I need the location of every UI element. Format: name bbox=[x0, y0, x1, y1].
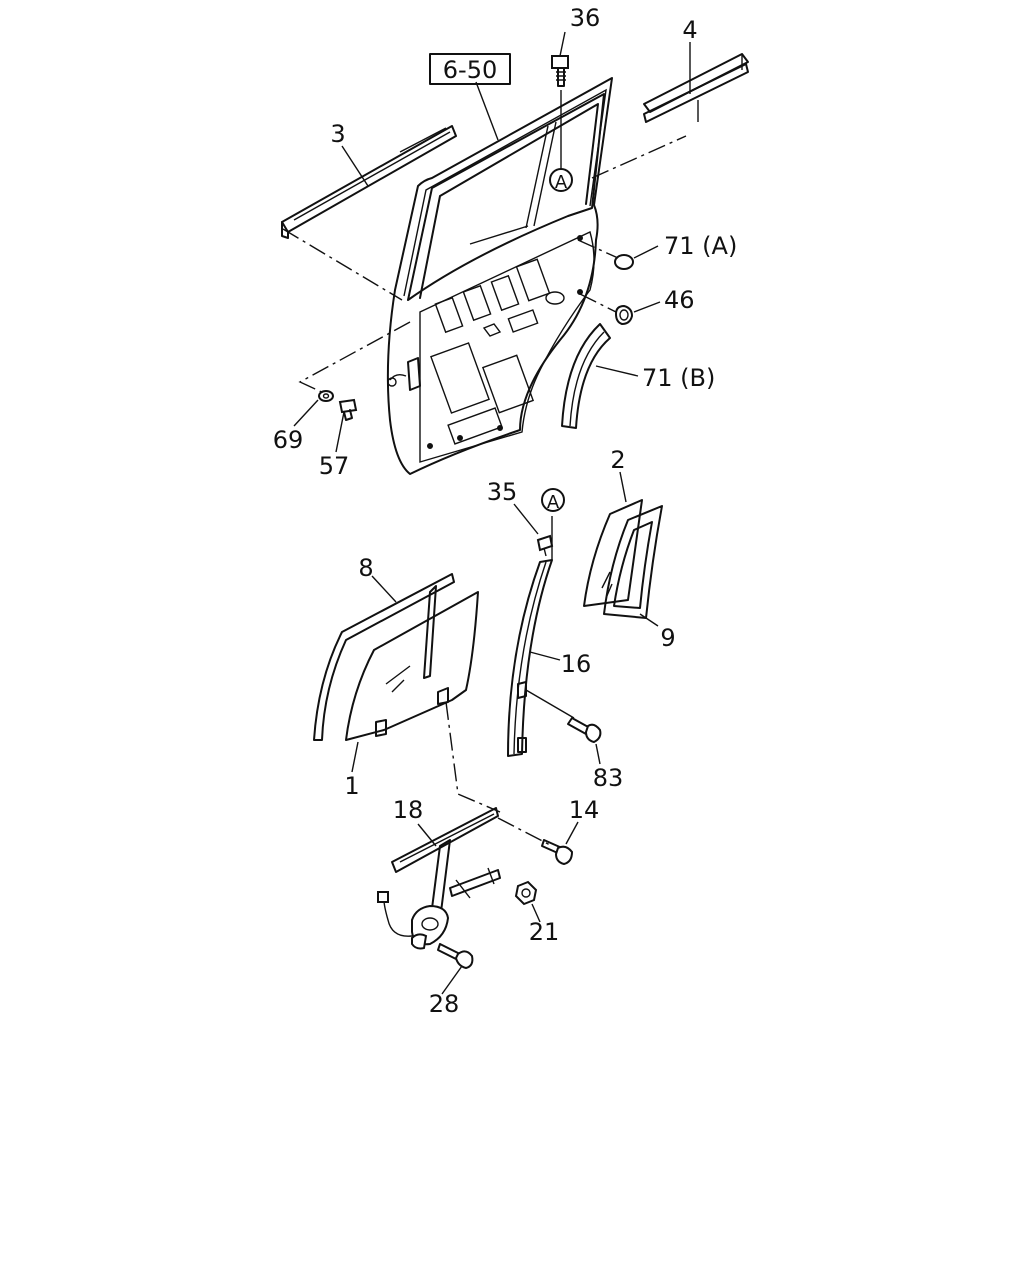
part-71a-plug bbox=[614, 254, 634, 270]
callout-57: 57 bbox=[319, 452, 350, 480]
clip-icon bbox=[536, 534, 554, 552]
reference-box-label: 6-50 bbox=[443, 56, 497, 84]
callout-21: 21 bbox=[529, 918, 560, 946]
grommet-icon bbox=[318, 390, 334, 402]
part-3-belt-moulding bbox=[281, 125, 457, 239]
callout-71b: 71 (B) bbox=[642, 364, 715, 392]
marker-a-lower: A bbox=[541, 488, 565, 513]
callout-16: 16 bbox=[561, 650, 592, 678]
bolt-icon bbox=[338, 398, 358, 414]
callout-labels: 36 4 3 71 (A) 46 71 (B) 69 57 2 35 8 16 … bbox=[273, 4, 738, 1018]
reference-box-6-50: 6-50 bbox=[429, 53, 511, 85]
bolt-83 bbox=[567, 717, 602, 744]
callout-1: 1 bbox=[344, 772, 359, 800]
door-panel bbox=[386, 77, 613, 475]
callout-14: 14 bbox=[569, 796, 600, 824]
part-35-clip bbox=[536, 516, 554, 560]
assembly-lines bbox=[282, 135, 687, 847]
callout-83: 83 bbox=[593, 764, 624, 792]
part-16-rear-channel bbox=[507, 559, 575, 757]
part-57-screw bbox=[338, 398, 358, 421]
grommet-icon bbox=[614, 254, 634, 270]
part-71b-seal bbox=[561, 323, 611, 429]
bolt-14 bbox=[541, 839, 574, 866]
part-1-door-glass bbox=[345, 591, 479, 741]
callout-35: 35 bbox=[487, 478, 518, 506]
marker-a-upper: A bbox=[549, 168, 573, 193]
part-2-quarter-glass bbox=[583, 499, 643, 607]
callout-36: 36 bbox=[570, 4, 601, 32]
part-69-washer bbox=[318, 390, 334, 402]
bolt-icon bbox=[454, 950, 474, 970]
bolt-36 bbox=[551, 55, 569, 172]
callout-2: 2 bbox=[610, 446, 625, 474]
bolt-28 bbox=[437, 943, 474, 970]
marker-a-upper-label: A bbox=[555, 172, 568, 193]
part-8-glass-run bbox=[313, 573, 455, 741]
bolt-icon bbox=[554, 845, 574, 866]
callout-8: 8 bbox=[358, 554, 373, 582]
marker-a-lower-label: A bbox=[547, 492, 560, 513]
callout-28: 28 bbox=[429, 990, 460, 1018]
callout-3: 3 bbox=[330, 120, 345, 148]
bolt-icon bbox=[584, 723, 602, 744]
part-4-outer-weatherstrip bbox=[643, 53, 749, 123]
bolt-icon bbox=[551, 55, 569, 69]
nut-icon bbox=[514, 880, 538, 906]
callout-18: 18 bbox=[393, 796, 424, 824]
part-46-clip bbox=[614, 304, 634, 326]
leader-lines bbox=[293, 31, 699, 995]
callout-69: 69 bbox=[273, 426, 304, 454]
part-18-window-regulator bbox=[377, 807, 501, 950]
nut-21 bbox=[514, 880, 538, 906]
callout-9: 9 bbox=[660, 624, 675, 652]
part-9-quarter-seal bbox=[603, 505, 663, 619]
callout-71a: 71 (A) bbox=[664, 232, 737, 260]
callout-46: 46 bbox=[664, 286, 695, 314]
callout-4: 4 bbox=[682, 16, 697, 44]
clip-icon bbox=[614, 304, 634, 326]
